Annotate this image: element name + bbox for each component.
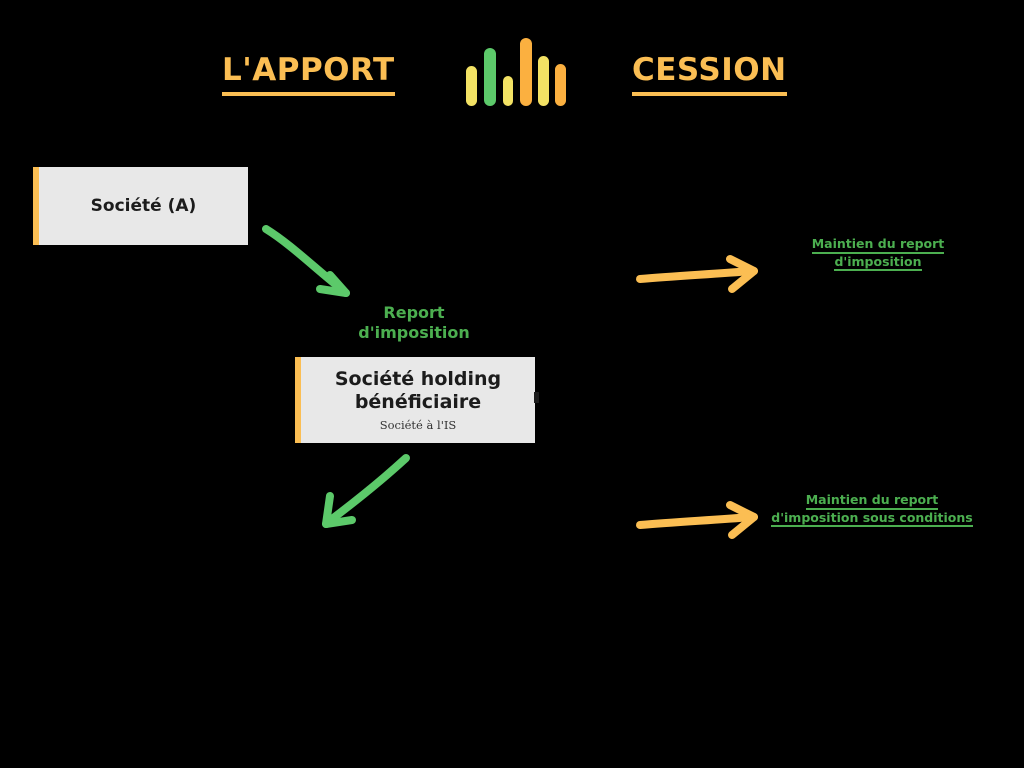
logo-bar-1	[466, 66, 477, 106]
heading-apport: L'APPORT	[222, 52, 395, 96]
logo-bar-5	[538, 56, 549, 106]
entity-box-societe-a-title: Société (A)	[90, 195, 197, 216]
logo-bar-2	[484, 48, 496, 106]
heading-cession: CESSION	[632, 52, 787, 96]
label-maintien-report-top-line2: d'imposition	[834, 254, 922, 272]
entity-box-holding: Société holding bénéficiaire Société à l…	[295, 357, 535, 443]
audio-wave-logo	[466, 38, 566, 106]
green-arrow-down-right	[262, 225, 350, 297]
label-maintien-report-top-line1: Maintien du report	[811, 236, 945, 254]
logo-bar-6	[555, 64, 566, 106]
entity-box-holding-subtitle: Société à l'IS	[379, 417, 457, 432]
label-maintien-report-bottom-line2: d'imposition sous conditions	[771, 510, 973, 528]
label-maintien-report-top: Maintien du report d'imposition	[793, 236, 963, 272]
label-report-imposition: Report d'imposition	[334, 303, 494, 343]
orange-arrow-right-top	[636, 255, 758, 293]
label-report-imposition-line1: Report	[383, 303, 445, 322]
logo-bar-3	[503, 76, 513, 106]
entity-box-societe-a: Société (A)	[33, 167, 248, 245]
label-maintien-report-bottom-line1: Maintien du report	[805, 492, 939, 510]
entity-box-holding-title: Société holding bénéficiaire	[334, 368, 502, 413]
green-arrow-down-left	[322, 454, 410, 528]
orange-arrow-right-bottom	[636, 501, 758, 539]
label-maintien-report-bottom: Maintien du report d'imposition sous con…	[752, 492, 992, 528]
label-report-imposition-line2: d'imposition	[358, 323, 470, 342]
entity-box-holding-connector	[534, 392, 539, 403]
logo-bar-4	[520, 38, 532, 106]
